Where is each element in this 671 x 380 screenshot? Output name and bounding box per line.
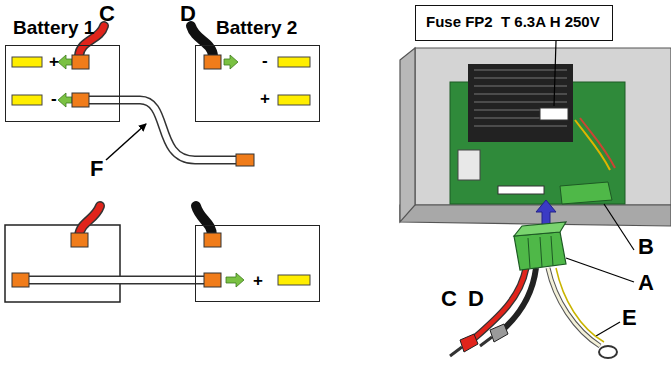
leader-line bbox=[106, 124, 146, 160]
polarity-sign: + bbox=[260, 90, 270, 107]
fuse-callout-box: Fuse FP2 T 6.3A H 250V bbox=[415, 5, 613, 41]
battery-name: Battery 2 bbox=[216, 18, 297, 37]
power-supply-housing bbox=[474, 78, 567, 79]
battery-terminals bbox=[204, 233, 221, 247]
cable-harness bbox=[450, 347, 462, 356]
power-supply-housing bbox=[560, 182, 612, 204]
battery-outline bbox=[5, 225, 120, 302]
power-supply-housing bbox=[474, 70, 567, 126]
fuse-rating: Fuse FP2 T 6.3A H 250V bbox=[426, 13, 602, 31]
battery-terminals bbox=[204, 55, 221, 69]
white-wire bbox=[86, 100, 254, 166]
battery-outline bbox=[5, 225, 120, 302]
wire-label: C bbox=[441, 288, 457, 310]
cable-harness bbox=[480, 337, 492, 346]
power-supply-housing bbox=[474, 102, 567, 103]
wire-label: D bbox=[180, 3, 196, 25]
battery-terminals bbox=[71, 233, 88, 247]
cable-harness bbox=[450, 222, 617, 358]
battery-box: + bbox=[195, 225, 320, 302]
cable-harness bbox=[540, 237, 542, 267]
power-supply-housing bbox=[575, 120, 610, 170]
leader-line bbox=[106, 124, 146, 160]
wire-label: C bbox=[99, 3, 115, 25]
white-wire bbox=[22, 276, 210, 285]
battery-box: Battery 1+- bbox=[5, 45, 120, 122]
white-wire bbox=[236, 154, 254, 166]
power-supply-housing bbox=[400, 205, 671, 226]
power-supply-housing bbox=[540, 108, 568, 120]
battery-box: Battery 2-+ bbox=[195, 45, 320, 122]
power-supply-housing bbox=[498, 186, 544, 194]
power-supply-housing bbox=[400, 48, 671, 226]
leader-line bbox=[554, 41, 634, 336]
power-supply-housing bbox=[474, 126, 567, 127]
power-supply-housing bbox=[415, 48, 671, 205]
cable-harness bbox=[599, 346, 617, 358]
part-label: B bbox=[638, 236, 654, 258]
battery-terminals bbox=[226, 273, 244, 287]
power-supply-housing bbox=[400, 48, 415, 222]
cable-harness bbox=[551, 236, 553, 266]
black-wire bbox=[196, 206, 212, 236]
battery-terminals bbox=[278, 95, 310, 105]
polarity-sign: - bbox=[51, 90, 57, 107]
cable-harness bbox=[528, 238, 530, 268]
cable-harness bbox=[514, 222, 566, 236]
cable-harness bbox=[490, 324, 508, 342]
leader-line bbox=[604, 204, 634, 250]
cable-harness bbox=[556, 268, 604, 342]
battery-terminals bbox=[12, 57, 42, 67]
battery-terminals bbox=[58, 55, 72, 69]
white-wire bbox=[86, 100, 236, 160]
battery-terminals bbox=[278, 275, 310, 285]
white-wire bbox=[22, 277, 210, 283]
battery-terminals bbox=[204, 273, 221, 287]
power-supply-housing bbox=[474, 94, 567, 95]
red-wire bbox=[79, 206, 100, 236]
leader-line bbox=[554, 41, 556, 106]
battery-terminals bbox=[224, 55, 238, 69]
battery-terminals bbox=[204, 55, 310, 105]
power-supply-housing bbox=[580, 118, 615, 168]
leader-line bbox=[566, 258, 634, 282]
wire-label: F bbox=[90, 158, 103, 180]
black-wire bbox=[196, 206, 212, 236]
battery-terminals bbox=[58, 93, 72, 107]
polarity-sign: - bbox=[262, 52, 268, 69]
battery-terminals bbox=[278, 57, 310, 67]
wire-label: D bbox=[468, 288, 484, 310]
battery-terminals bbox=[12, 95, 42, 105]
battery-name: Battery 1 bbox=[13, 18, 94, 37]
part-label: A bbox=[638, 272, 654, 294]
power-supply-housing bbox=[474, 70, 567, 71]
red-wire bbox=[79, 206, 100, 236]
power-supply-housing bbox=[468, 64, 573, 142]
cable-harness bbox=[514, 232, 566, 270]
polarity-sign: + bbox=[253, 272, 263, 289]
cable-harness bbox=[460, 334, 478, 352]
leader-line bbox=[596, 322, 620, 336]
battery-terminals bbox=[12, 273, 29, 287]
white-wire bbox=[86, 100, 236, 160]
white-wire bbox=[22, 280, 210, 281]
battery-terminals bbox=[72, 55, 89, 69]
power-supply-housing bbox=[458, 150, 480, 180]
wire-label: E bbox=[622, 307, 637, 329]
battery-terminals bbox=[72, 93, 89, 107]
power-supply-housing bbox=[474, 86, 567, 87]
red-wire bbox=[79, 206, 100, 236]
polarity-sign: + bbox=[49, 53, 59, 70]
battery-terminals bbox=[12, 233, 310, 287]
